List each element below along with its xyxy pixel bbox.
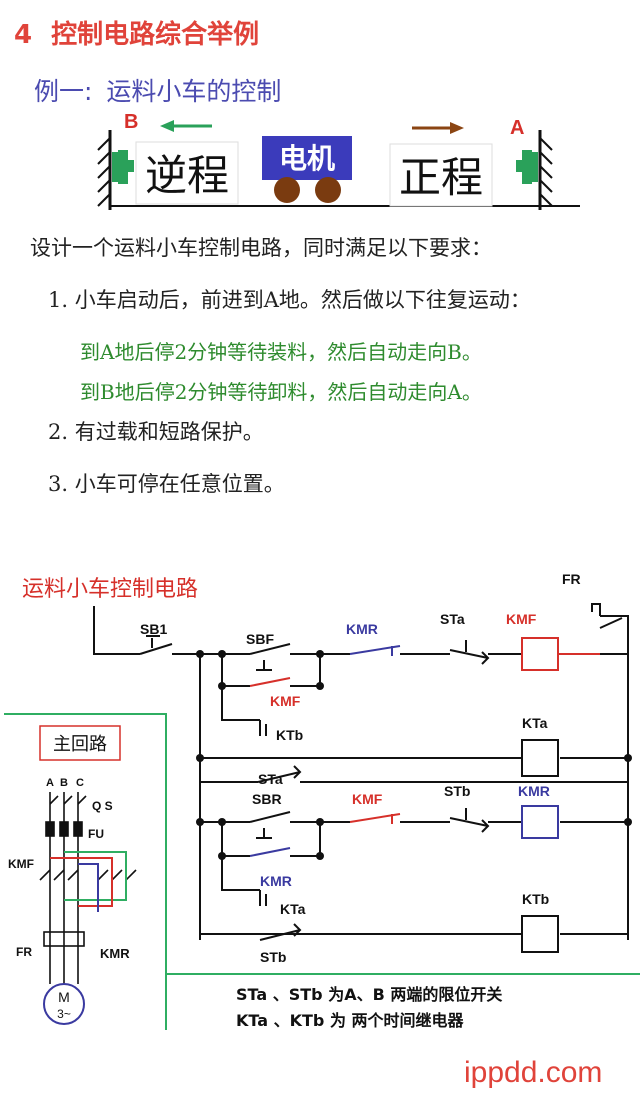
cart-wheel-left: [274, 177, 300, 203]
fr-contact: [591, 603, 623, 629]
reverse-box: [135, 141, 239, 205]
requirement-1: 1. 小车启动后，前进到A地。然后做以下往复运动：: [48, 288, 531, 312]
kmr-top-label: KMR: [346, 621, 378, 637]
main-circuit-title: 主回路: [53, 734, 107, 755]
arrow-left-icon: [160, 120, 212, 132]
reverse-label: 逆程: [145, 151, 229, 200]
kmf-hold-label: KMF: [270, 693, 301, 709]
junction-dots: [196, 650, 632, 860]
arrow-right-icon: [412, 122, 464, 134]
stb-mid-label: STb: [444, 783, 470, 799]
kmr-hold-contact: [249, 847, 291, 857]
example-title: 运料小车的控制: [106, 77, 282, 106]
stb-bottom-label: STb: [260, 949, 286, 965]
stb-bottom-contact: [259, 923, 302, 941]
phase-c-label: C: [76, 777, 84, 789]
kmf-interlock-contact: [349, 813, 401, 824]
example-subtitle: 例一: 运料小车的控制: [34, 72, 281, 108]
ktb-top-label: KTb: [276, 727, 303, 743]
cart-wheel-right: [315, 177, 341, 203]
circuit-title: 运料小车控制电路: [22, 577, 198, 602]
kmr-interlock-contact: [349, 645, 401, 656]
main-kmr-label: KMR: [100, 946, 130, 961]
main-circuit-title-box: [39, 725, 121, 761]
sta-mid-contact: [257, 765, 302, 783]
motor-m-label: M: [58, 989, 70, 1005]
circuit-wires: [93, 606, 629, 940]
phase-b-label: B: [60, 777, 68, 789]
requirement-3: 3. 小车可停在任意位置。: [48, 472, 285, 496]
forward-box: [389, 143, 493, 207]
motor-label: 电机: [279, 142, 335, 175]
requirement-1b: 到B地后停2分钟等待卸料，然后自动走向A。: [80, 380, 482, 404]
kta-bottom-label: KTa: [280, 901, 306, 917]
sb1-contact: [139, 635, 173, 655]
sbr-contact: [249, 811, 291, 839]
forward-label: 正程: [399, 153, 483, 202]
kmf-coil-label: KMF: [506, 611, 537, 627]
main-circuit-frame: [4, 713, 167, 1030]
cart-body: [262, 136, 352, 180]
sb1-label: SB1: [140, 621, 167, 637]
kmf-coil: [521, 637, 559, 671]
motor-icon: [43, 983, 85, 1025]
kmf-mid-label: KMF: [352, 791, 383, 807]
right-wall-hatch: [539, 137, 553, 207]
ktb-coil-label: KTb: [522, 891, 549, 907]
heading-title: 控制电路综合举例: [51, 20, 260, 50]
main-fr-label: FR: [16, 945, 32, 959]
sbf-label: SBF: [246, 631, 274, 647]
sta-top-label: STa: [440, 611, 465, 627]
requirements-intro: 设计一个运料小车控制电路，同时满足以下要求：: [30, 236, 492, 260]
note-limit-switches: STa 、STb 为A、B 两端的限位开关: [236, 985, 502, 1004]
heading-number: 4: [14, 20, 33, 50]
limit-switch-b-icon: [112, 150, 134, 184]
kmr-hold-label: KMR: [260, 873, 292, 889]
kmr-coil: [521, 805, 559, 839]
kmf-hold-contact: [249, 677, 291, 687]
end-b-label: B: [124, 111, 138, 133]
stb-mid-contact: [449, 808, 490, 833]
cart-track-illustration: B A 逆程 正程 电机: [97, 111, 580, 210]
fr-top-label: FR: [562, 571, 581, 587]
main-green-wire: [64, 851, 127, 901]
sta-mid-label: STa: [258, 771, 283, 787]
qs-label: Q S: [92, 799, 113, 813]
main-blue-wire: [78, 863, 99, 912]
ktb-contact: [259, 720, 267, 736]
note-timers: KTa 、KTb 为 两个时间继电器: [236, 1011, 465, 1030]
sbr-label: SBR: [252, 791, 282, 807]
phase-a-label: A: [46, 777, 54, 789]
slide-heading: 4 控制电路综合举例: [14, 14, 259, 51]
fu-label: FU: [88, 827, 104, 841]
main-circuit-wiring: [39, 792, 137, 984]
sta-top-contact: [449, 640, 490, 665]
kmr-coil-label: KMR: [518, 783, 550, 799]
limit-switch-a-icon: [516, 150, 538, 184]
ktb-coil: [521, 915, 559, 953]
main-kmf-label: KMF: [8, 857, 34, 871]
control-circuit-diagram: 运料小车控制电路: [4, 571, 640, 1030]
main-red-wire: [50, 857, 113, 907]
end-a-label: A: [510, 117, 524, 139]
watermark: ippdd.com: [464, 1056, 603, 1089]
left-wall-hatch: [97, 137, 111, 207]
sbf-contact: [249, 643, 291, 671]
motor-phase-label: 3~: [57, 1007, 71, 1021]
example-label: 例一:: [34, 77, 93, 106]
kta-coil: [521, 739, 559, 777]
requirement-1a: 到A地后停2分钟等待装料，然后自动走向B。: [80, 340, 482, 364]
kta-coil-label: KTa: [522, 715, 548, 731]
kta-contact: [259, 890, 267, 906]
requirement-2: 2. 有过载和短路保护。: [48, 420, 264, 444]
